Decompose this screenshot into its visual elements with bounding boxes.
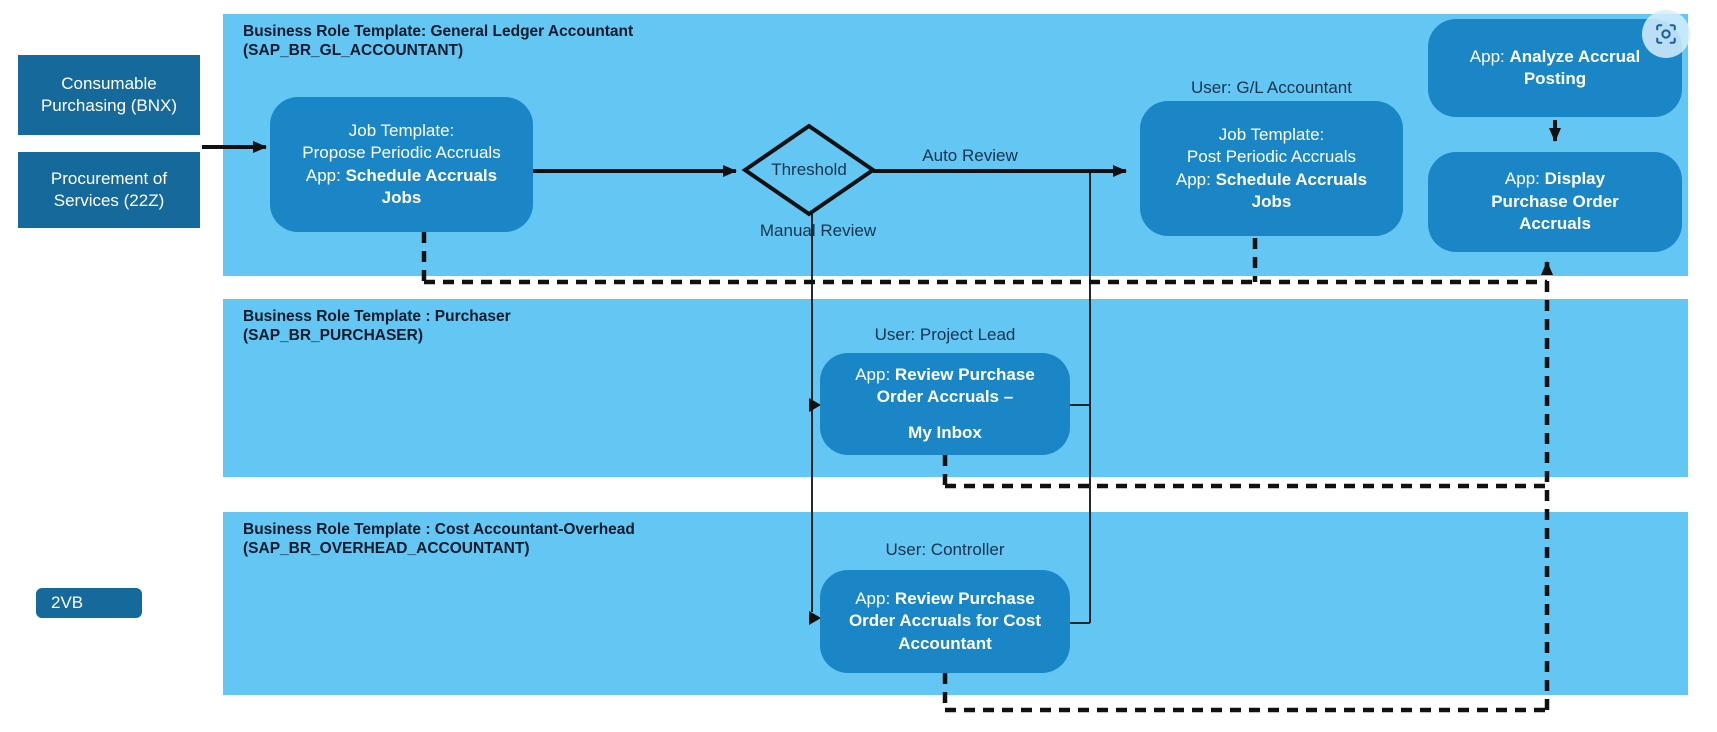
lane-title: Business Role Template : Purchaser xyxy=(243,308,511,325)
lane-purchaser-header: Business Role Template : Purchaser (SAP_… xyxy=(243,307,1668,346)
lane-code: (SAP_BR_OVERHEAD_ACCOUNTANT) xyxy=(243,540,530,558)
screenshot-capture-button[interactable] xyxy=(1642,10,1690,58)
node-line: Propose Periodic Accruals xyxy=(302,143,501,163)
threshold-diamond xyxy=(741,123,877,217)
node-propose-periodic-accruals: Job Template: Propose Periodic Accruals … xyxy=(270,97,533,232)
node-line: App: Review Purchase Order Accruals – xyxy=(855,364,1035,407)
lane-overhead-accountant-header: Business Role Template : Cost Accountant… xyxy=(243,520,1668,559)
label-user-project-lead: User: Project Lead xyxy=(874,325,1016,344)
label-manual-review: Manual Review xyxy=(759,221,877,240)
arrowhead-my-inbox xyxy=(809,398,821,412)
node-line: App: Analyze Accrual Posting xyxy=(1469,46,1641,88)
node-display-purchase-order-accruals: App: Display Purchase Order Accruals xyxy=(1428,152,1682,252)
lane-code: (SAP_BR_PURCHASER) xyxy=(243,327,423,345)
scope-item-tag: 2VB xyxy=(36,588,142,618)
input-consumable-purchasing: Consumable Purchasing (BNX) xyxy=(18,55,200,135)
node-line: Job Template: xyxy=(1218,124,1325,144)
threshold-label: Threshold xyxy=(771,160,847,179)
node-analyze-accrual-posting: App: Analyze Accrual Posting xyxy=(1428,19,1682,117)
input-label: Procurement of Services (22Z) xyxy=(50,168,168,210)
input-procurement-services: Procurement of Services (22Z) xyxy=(18,152,200,228)
lane-title: Business Role Template: General Ledger A… xyxy=(243,23,634,40)
node-line: My Inbox xyxy=(908,422,982,442)
node-post-periodic-accruals: Job Template: Post Periodic Accruals App… xyxy=(1140,101,1403,236)
node-line: App: Review Purchase Order Accruals for … xyxy=(848,588,1042,653)
arrowhead-cost-review xyxy=(809,611,821,625)
node-line: App: Schedule Accruals Jobs xyxy=(305,165,498,207)
lane-code: (SAP_BR_GL_ACCOUNTANT) xyxy=(243,42,464,60)
node-line: Job Template: xyxy=(348,120,455,140)
node-line: App: Schedule Accruals Jobs xyxy=(1175,169,1368,211)
screenshot-capture-icon xyxy=(1656,24,1676,44)
lane-gl-accountant-header: Business Role Template: General Ledger A… xyxy=(243,22,1668,61)
node-line: App: Display Purchase Order Accruals xyxy=(1491,169,1619,234)
node-review-po-accruals-my-inbox: App: Review Purchase Order Accruals – My… xyxy=(820,353,1070,455)
input-label: Consumable Purchasing (BNX) xyxy=(40,73,178,115)
node-review-po-accruals-cost-accountant: App: Review Purchase Order Accruals for … xyxy=(820,570,1070,673)
node-line: Post Periodic Accruals xyxy=(1186,147,1357,167)
label-auto-review: Auto Review xyxy=(922,146,1018,165)
label-user-gl-accountant: User: G/L Accountant xyxy=(1191,78,1352,97)
lane-title: Business Role Template : Cost Accountant… xyxy=(243,521,635,538)
tag-label: 2VB xyxy=(51,593,84,612)
label-user-controller: User: Controller xyxy=(885,540,1005,559)
